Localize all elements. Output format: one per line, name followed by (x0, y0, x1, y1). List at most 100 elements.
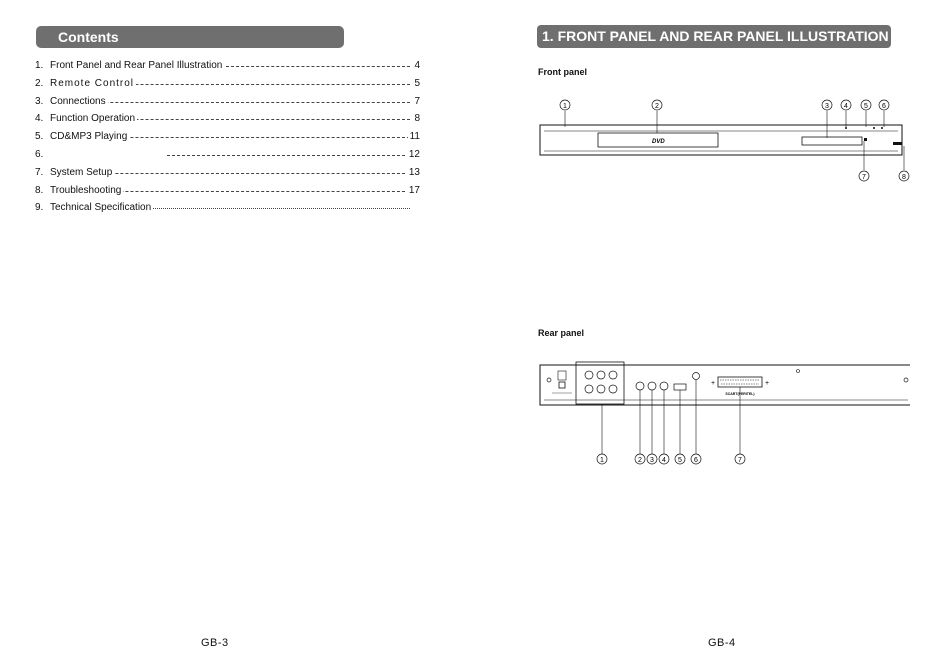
toc-label: CD&MP3 Playing (50, 128, 130, 146)
scart-connector (717, 376, 763, 388)
audio-jack (596, 384, 606, 394)
button-play-pause (845, 127, 847, 129)
toc-page: 17 (406, 181, 420, 200)
toc-page: 4 (412, 57, 420, 75)
button-open-close (873, 127, 875, 129)
display-window (801, 136, 863, 146)
audio-jack (584, 370, 594, 380)
toc-number: 7. (35, 166, 44, 178)
toc-number: 2. (35, 77, 44, 89)
audio-jack (584, 384, 594, 394)
toc-entry[interactable]: 8. Troubleshooting 17 (35, 181, 420, 200)
callout-1 (559, 99, 571, 111)
toc-entry[interactable]: 2. Remote Control 5 (35, 74, 420, 93)
toc-entry[interactable]: 9. Technical Specification (35, 199, 420, 218)
contents-header: Contents (36, 26, 344, 48)
toc-leader-dots (50, 101, 410, 103)
callout-number: 1 (600, 457, 604, 464)
callout-number: 7 (862, 174, 866, 181)
toc-leader-dots (50, 83, 410, 85)
audio-jack (608, 370, 618, 380)
screw-left (546, 377, 552, 383)
toc-number: 3. (35, 95, 44, 107)
video-jack-cvbs (692, 372, 700, 380)
button-stop (881, 127, 883, 129)
toc-label: Front Panel and Rear Panel Illustration (50, 57, 225, 75)
rear-panel-diagram: + + SCART(PERITEL) 1 2 3 4 5 6 7 (539, 361, 910, 465)
callout-number: 4 (662, 457, 666, 464)
callout-number: 5 (678, 457, 682, 464)
front-panel-label: Front panel (538, 67, 587, 77)
toc-entry[interactable]: 6. 12 (35, 145, 420, 164)
rear-callout-5 (674, 453, 686, 465)
page-number: GB-4 (708, 637, 736, 649)
callout-number: 2 (655, 103, 659, 110)
coaxial-port (558, 381, 566, 389)
rear-callout-1 (596, 453, 608, 465)
callout-number: 4 (844, 103, 848, 110)
callout-number: 6 (882, 103, 886, 110)
callout-number: 6 (694, 457, 698, 464)
toc-label: Troubleshooting (50, 181, 124, 200)
toc-leader-dots (50, 208, 410, 210)
toc-number: 4. (35, 113, 44, 125)
scart-screw-right: + (765, 380, 769, 387)
toc-leader-dots (50, 66, 410, 67)
section-title: 1. FRONT PANEL AND REAR PANEL ILLUSTRATI… (542, 28, 889, 44)
callout-7 (858, 170, 870, 182)
callout-8 (898, 170, 910, 182)
callout-2 (651, 99, 663, 111)
toc-number: 9. (35, 202, 44, 214)
callout-number: 3 (825, 103, 829, 110)
toc-entry[interactable]: 1. Front Panel and Rear Panel Illustrati… (35, 57, 420, 75)
toc-label: Remote Control (50, 74, 137, 93)
toc-page: 8 (412, 110, 420, 129)
toc-leader-dots (50, 190, 410, 192)
callout-number: 2 (638, 457, 642, 464)
toc-label: Technical Specification (50, 199, 154, 218)
rear-callout-6 (690, 453, 702, 465)
toc-page: 11 (407, 128, 420, 146)
hdmi-port (673, 383, 687, 391)
toc-leader-dots (50, 172, 410, 174)
video-jack-pb (647, 381, 657, 391)
optical-port (557, 370, 567, 381)
dvd-logo: DVD (652, 139, 665, 145)
toc-label: Connections (50, 92, 108, 111)
rear-callout-7 (734, 453, 746, 465)
callout-number: 1 (563, 103, 567, 110)
left-page: Contents 1. Front Panel and Rear Panel I… (0, 0, 475, 649)
rear-callout-4 (658, 453, 670, 465)
video-jack-y (635, 381, 645, 391)
remote-sensor (864, 138, 867, 141)
callout-6 (878, 99, 890, 111)
toc-number: 6. (35, 148, 44, 160)
toc-leader-dots (167, 154, 410, 156)
audio-output-group (575, 361, 625, 405)
toc-entry[interactable]: 5. CD&MP3 Playing 11 (35, 128, 420, 146)
callout-3 (821, 99, 833, 111)
disc-tray (597, 132, 719, 148)
toc-number: 1. (35, 60, 44, 71)
toc-page: 12 (406, 145, 420, 164)
section-header: 1. FRONT PANEL AND REAR PANEL ILLUSTRATI… (537, 25, 891, 48)
toc-entry[interactable]: 3. Connections 7 (35, 92, 420, 111)
toc-page: 13 (406, 163, 420, 182)
toc-leader-dots (50, 137, 410, 139)
callout-5 (860, 99, 872, 111)
callout-number: 7 (738, 457, 742, 464)
toc-entry[interactable]: 7. System Setup 13 (35, 163, 420, 182)
right-page: 1. FRONT PANEL AND REAR PANEL ILLUSTRATI… (475, 0, 950, 649)
toc-number: 8. (35, 184, 44, 196)
toc-label: System Setup (50, 163, 115, 182)
screw-top (796, 369, 800, 373)
callout-4 (840, 99, 852, 111)
page-number: GB-3 (201, 637, 229, 649)
rear-callout-2 (634, 453, 646, 465)
audio-jack (608, 384, 618, 394)
toc-page: 7 (412, 92, 420, 111)
toc-number: 5. (35, 131, 44, 143)
screw-right (903, 377, 909, 383)
toc-page: 5 (412, 74, 420, 93)
toc-entry[interactable]: 4. Function Operation 8 (35, 110, 420, 129)
